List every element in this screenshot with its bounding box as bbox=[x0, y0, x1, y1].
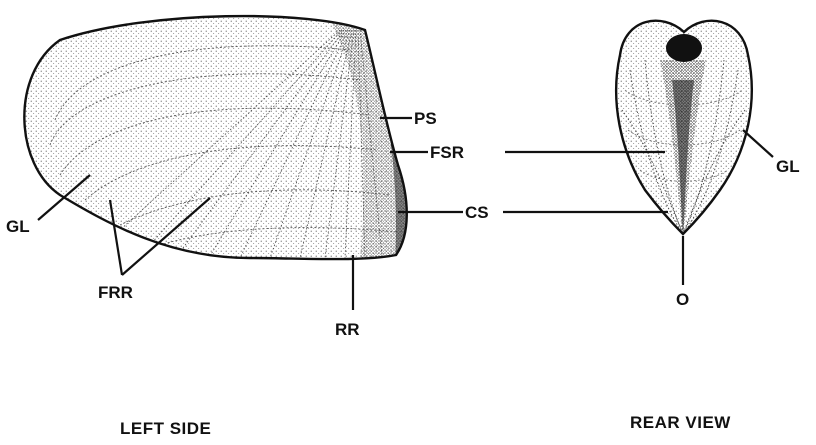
label-o: O bbox=[676, 290, 689, 309]
label-cs: CS bbox=[465, 203, 489, 222]
label-frr: FRR bbox=[98, 283, 133, 302]
left-side-shell bbox=[24, 16, 420, 260]
label-gl-left: GL bbox=[6, 217, 30, 236]
caption-rear-view: REAR VIEW bbox=[630, 413, 731, 432]
label-fsr: FSR bbox=[430, 143, 464, 162]
caption-left-side: LEFT SIDE bbox=[120, 419, 211, 438]
label-gl-right: GL bbox=[776, 157, 800, 176]
gl-right-leader bbox=[743, 130, 773, 157]
label-ps: PS bbox=[414, 109, 437, 128]
rear-view-shell bbox=[616, 21, 752, 240]
label-rr: RR bbox=[335, 320, 360, 339]
